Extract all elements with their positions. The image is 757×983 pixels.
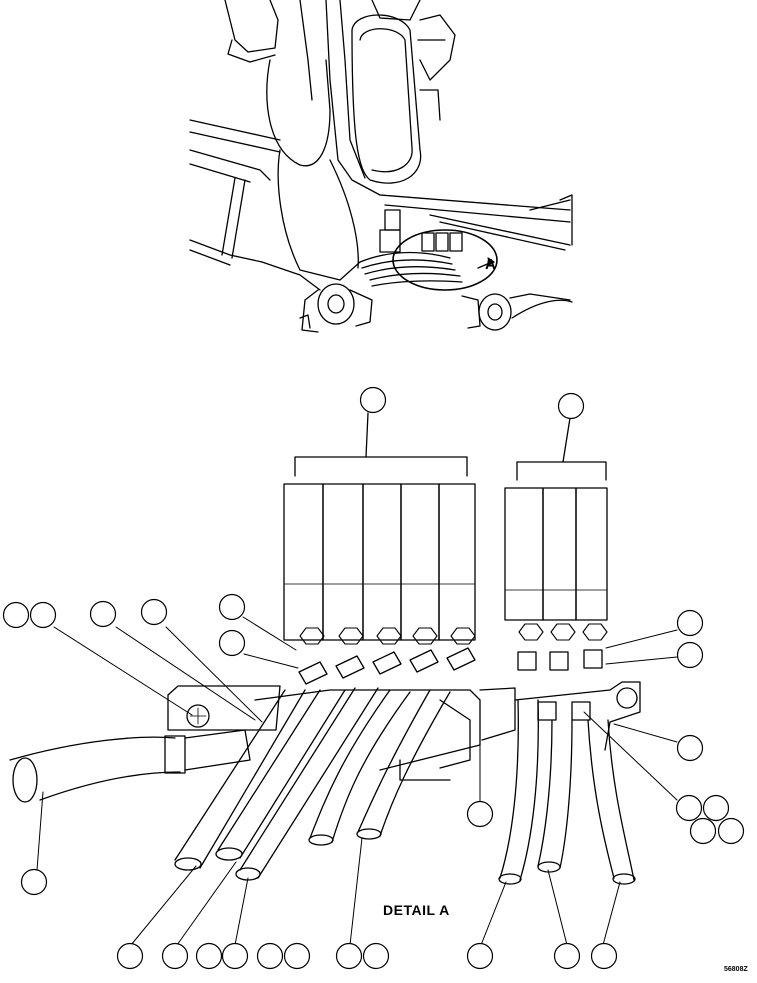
- right-hanging-hoses: [498, 699, 636, 885]
- callout-bubble: [466, 800, 494, 828]
- callout-bubble: [717, 817, 745, 845]
- angled-fittings: [298, 647, 603, 721]
- right-sleeve-group: [504, 487, 608, 621]
- callout-bubble: [116, 942, 144, 970]
- callout-bubble: [466, 942, 494, 970]
- manifold-block: [167, 681, 641, 781]
- callout-bubble: [676, 609, 704, 637]
- detail-label: DETAIL A: [383, 902, 450, 918]
- view-arrow-label: A: [485, 256, 496, 273]
- callout-bubble: [590, 942, 618, 970]
- callout-bubble: [2, 601, 30, 629]
- callout-bubble: [283, 942, 311, 970]
- callout-bubble: [676, 641, 704, 669]
- callout-circles: [2, 386, 745, 970]
- callout-bubble: [335, 942, 363, 970]
- callout-bubble: [29, 601, 57, 629]
- callout-bubble: [256, 942, 284, 970]
- callout-bubble: [362, 942, 390, 970]
- callout-bubble: [221, 942, 249, 970]
- large-hose: [9, 729, 251, 803]
- callout-bubble: [20, 868, 48, 896]
- figure-id: 56808Z: [724, 966, 748, 973]
- overview-illustration: [189, 0, 573, 333]
- callout-bubble: [89, 600, 117, 628]
- left-diagonal-hoses: [174, 687, 451, 881]
- callout-bubble: [557, 392, 585, 420]
- callout-bubble: [140, 598, 168, 626]
- left-hex-nuts: [299, 627, 476, 645]
- left-sleeve-group: [283, 483, 476, 641]
- callout-bubble: [553, 942, 581, 970]
- detail-a-assembly: [9, 412, 678, 946]
- leader-lines: [36, 616, 678, 946]
- callout-bubble: [689, 817, 717, 845]
- callout-bubble: [218, 629, 246, 657]
- right-hex-nuts: [518, 623, 608, 641]
- callout-bubble: [359, 386, 387, 414]
- callout-bubble: [676, 734, 704, 762]
- callout-bubble: [218, 593, 246, 621]
- callout-bubble: [195, 942, 223, 970]
- callout-bubble: [161, 942, 189, 970]
- callout-bubble: [702, 794, 730, 822]
- callout-bubble: [675, 794, 703, 822]
